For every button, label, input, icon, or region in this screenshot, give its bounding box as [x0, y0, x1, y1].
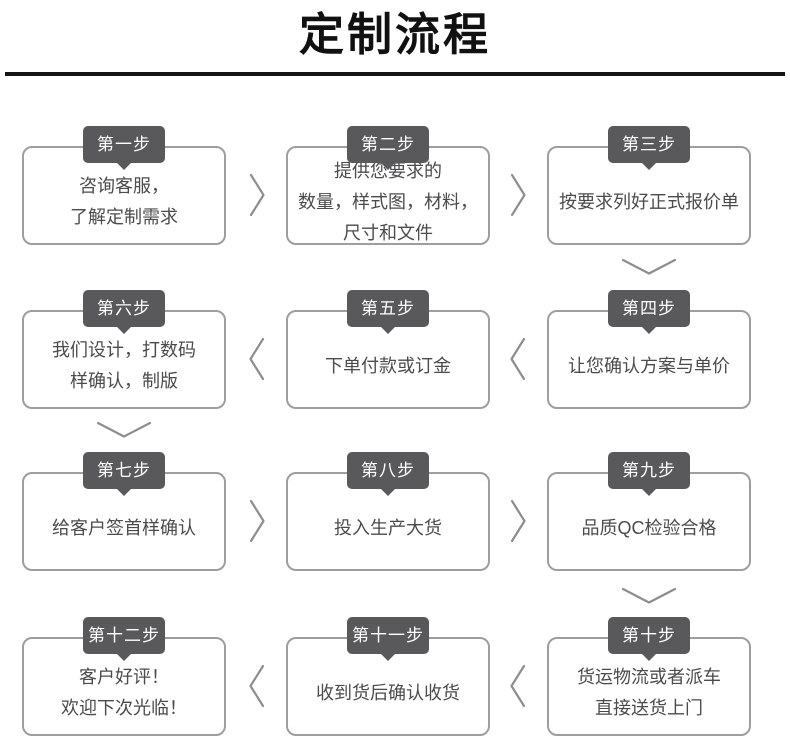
- step-box: 第十步 货运物流或者派车直接送货上门: [547, 617, 751, 736]
- step-tab: 第一步: [83, 126, 165, 170]
- step-tab-notch-icon: [641, 488, 657, 496]
- step-tab: 第八步: [347, 452, 429, 496]
- step-description-line: 欢迎下次光临！: [61, 698, 187, 718]
- step-description-line: 提供您要求的: [334, 160, 442, 181]
- step-box: 第二步 提供您要求的数量，样式图，材料， 尺寸和文件: [286, 126, 490, 245]
- step-tab-notch-icon: [641, 162, 657, 170]
- flow-arrow-right-icon: [508, 173, 528, 217]
- step-box: 第七步 给客户签首样确认: [22, 452, 226, 571]
- flow-arrow-down-icon: [621, 258, 677, 276]
- step-label: 第三步: [622, 135, 676, 154]
- page-title: 定制流程: [298, 9, 491, 60]
- flow-arrow-left-icon: [247, 664, 267, 708]
- step-tab-notch-icon: [116, 162, 132, 170]
- step-tab: 第六步: [83, 290, 165, 334]
- step-box: 第三步 按要求列好正式报价单: [547, 126, 751, 245]
- step-label: 第九步: [622, 461, 676, 480]
- step-description-line: 品质QC检验合格: [581, 517, 717, 538]
- flow-arrow-down-icon: [96, 421, 152, 439]
- step-description-line: 按要求列好正式报价单: [559, 191, 739, 212]
- step-box: 第九步 品质QC检验合格: [547, 452, 751, 571]
- step-description-line: 投入生产大货: [334, 517, 442, 538]
- flow-arrow-right-icon: [247, 499, 267, 543]
- step-description: 让您确认方案与单价: [553, 327, 745, 405]
- step-tab: 第十步: [608, 617, 690, 661]
- step-box: 第六步 我们设计，打数码样确认，制版: [22, 290, 226, 409]
- flow-arrow-right-icon: [508, 499, 528, 543]
- step-box: 第十一步 收到货后确认收货: [286, 617, 490, 736]
- step-tab: 第十一步: [347, 617, 429, 661]
- step-description-line: 客户好评！: [79, 667, 169, 687]
- step-description: 收到货后确认收货: [292, 654, 484, 732]
- step-description: 按要求列好正式报价单: [553, 163, 745, 241]
- step-description-line: 直接送货上门: [595, 698, 703, 718]
- step-tab-notch-icon: [116, 488, 132, 496]
- step-box: 第四步 让您确认方案与单价: [547, 290, 751, 409]
- step-tab: 第七步: [83, 452, 165, 496]
- step-tab-notch-icon: [380, 488, 396, 496]
- step-tab-notch-icon: [116, 653, 132, 661]
- flow-arrow-down-icon: [621, 587, 677, 605]
- step-description: 客户好评！ 欢迎下次光临！: [28, 654, 220, 732]
- step-description-line: 了解定制需求: [70, 207, 178, 227]
- step-label: 第四步: [622, 299, 676, 318]
- step-description-line: 下单付款或订金: [325, 355, 451, 376]
- step-box: 第十二步 客户好评！ 欢迎下次光临！: [22, 617, 226, 736]
- step-label: 第一步: [97, 135, 151, 154]
- step-box: 第五步 下单付款或订金: [286, 290, 490, 409]
- step-tab-notch-icon: [380, 162, 396, 170]
- step-description-line: 我们设计，打数码: [52, 340, 196, 360]
- step-description-line: 给客户签首样确认: [52, 517, 196, 538]
- step-description: 下单付款或订金: [292, 327, 484, 405]
- step-label: 第十二步: [88, 626, 160, 645]
- step-label: 第五步: [361, 299, 415, 318]
- step-tab: 第五步: [347, 290, 429, 334]
- step-tab-notch-icon: [380, 326, 396, 334]
- step-tab-notch-icon: [641, 653, 657, 661]
- step-description: 提供您要求的数量，样式图，材料， 尺寸和文件: [292, 161, 484, 243]
- step-box: 第八步 投入生产大货: [286, 452, 490, 571]
- step-label: 第七步: [97, 461, 151, 480]
- step-description-line: 让您确认方案与单价: [568, 355, 730, 376]
- step-tab-notch-icon: [116, 326, 132, 334]
- title-underline: [5, 72, 785, 76]
- flow-arrow-left-icon: [508, 664, 528, 708]
- step-description-line: 收到货后确认收货: [316, 682, 460, 703]
- step-description-line: 数量，样式图，材料，: [298, 191, 478, 212]
- step-description-line: 货运物流或者派车: [577, 667, 721, 687]
- step-description: 品质QC检验合格: [553, 489, 745, 567]
- step-description-line: 尺寸和文件: [343, 222, 433, 243]
- step-box: 第一步 咨询客服， 了解定制需求: [22, 126, 226, 245]
- flow-arrow-left-icon: [247, 337, 267, 381]
- step-label: 第六步: [97, 299, 151, 318]
- step-description: 给客户签首样确认: [28, 489, 220, 567]
- step-tab: 第三步: [608, 126, 690, 170]
- step-label: 第八步: [361, 461, 415, 480]
- step-tab-notch-icon: [380, 653, 396, 661]
- step-label: 第十一步: [352, 626, 424, 645]
- flow-arrow-right-icon: [247, 173, 267, 217]
- step-description-line: 样确认，制版: [70, 371, 178, 391]
- step-description: 咨询客服， 了解定制需求: [28, 163, 220, 241]
- step-description: 我们设计，打数码样确认，制版: [28, 327, 220, 405]
- step-description: 货运物流或者派车直接送货上门: [553, 654, 745, 732]
- step-tab: 第四步: [608, 290, 690, 334]
- flow-arrow-left-icon: [508, 337, 528, 381]
- step-tab: 第十二步: [83, 617, 165, 661]
- step-label: 第二步: [361, 135, 415, 154]
- step-description: 投入生产大货: [292, 489, 484, 567]
- step-tab: 第九步: [608, 452, 690, 496]
- step-description-line: 咨询客服，: [79, 176, 169, 196]
- step-label: 第十步: [622, 626, 676, 645]
- step-tab-notch-icon: [641, 326, 657, 334]
- step-tab: 第二步: [347, 126, 429, 170]
